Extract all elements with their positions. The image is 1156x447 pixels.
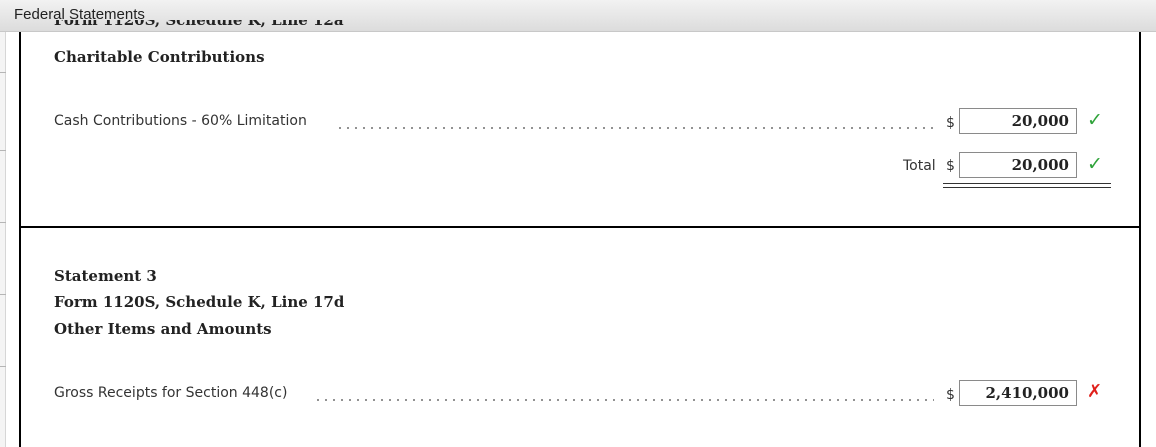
x-icon: ✗ <box>1087 381 1103 402</box>
dot-leader <box>336 127 934 129</box>
left-gutter <box>0 32 6 447</box>
section2-form-line: Form 1120S, Schedule K, Line 17d <box>54 293 345 311</box>
section-divider <box>19 226 1141 228</box>
gross-receipts-amount[interactable]: 2,410,000 <box>959 380 1077 406</box>
gross-receipts-label: Gross Receipts for Section 448(c) <box>54 385 288 401</box>
total-underline <box>943 183 1111 184</box>
cash-contributions-label: Cash Contributions - 60% Limitation <box>54 113 307 129</box>
total-label: Total <box>903 158 936 174</box>
section2-heading: Other Items and Amounts <box>54 320 272 338</box>
dot-leader <box>314 399 934 401</box>
check-icon: ✓ <box>1087 153 1103 175</box>
total-underline <box>943 187 1111 188</box>
section1-form-line: Form 1120S, Schedule K, Line 12a <box>54 20 344 29</box>
window-title: Federal Statements <box>14 6 145 23</box>
currency-symbol: $ <box>946 158 955 174</box>
check-icon: ✓ <box>1087 109 1103 131</box>
currency-symbol: $ <box>946 387 955 403</box>
statement-number: Statement 3 <box>54 267 157 285</box>
total-amount[interactable]: 20,000 <box>959 152 1077 178</box>
currency-symbol: $ <box>946 115 955 131</box>
cash-contributions-amount[interactable]: 20,000 <box>959 108 1077 134</box>
window-titlebar: Federal Statements <box>0 0 1156 32</box>
section1-heading: Charitable Contributions <box>54 48 265 66</box>
statement-panel <box>19 32 1141 447</box>
